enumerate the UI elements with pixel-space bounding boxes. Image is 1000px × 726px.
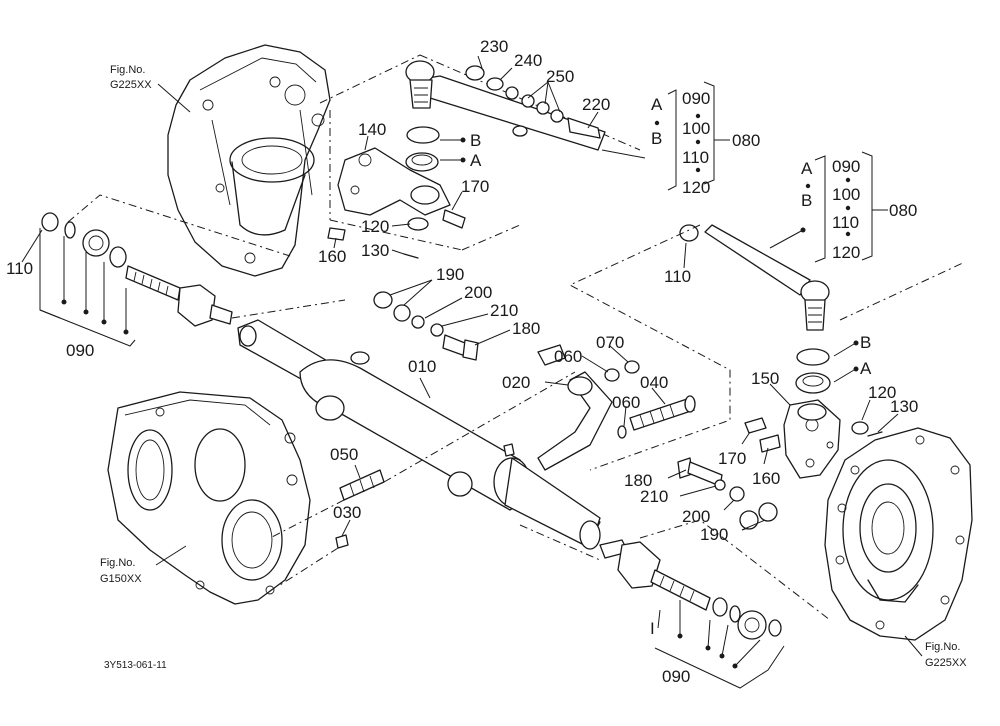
marker-b: B [860, 333, 871, 352]
figure-ref-number: G150XX [100, 573, 142, 585]
label-050: 050 [330, 445, 358, 464]
label-130: 130 [361, 241, 389, 260]
figure-ref-number: G225XX [110, 79, 152, 91]
label-160: 160 [318, 247, 346, 266]
label-110: 110 [6, 259, 33, 278]
label-100: 100 [832, 185, 860, 204]
transmission-housing-mid-left [107, 391, 311, 605]
label-200: 200 [464, 283, 492, 302]
marker-b: B [651, 129, 662, 148]
knuckle-arm-150 [744, 399, 883, 479]
label-090: 090 [662, 667, 690, 686]
label-140: 140 [358, 120, 386, 139]
label-190: 190 [436, 265, 464, 284]
label-090: 090 [832, 157, 860, 176]
label-010: 010 [408, 357, 436, 376]
label-090: 090 [682, 89, 710, 108]
label-170: 170 [461, 177, 489, 196]
label-120: 120 [682, 178, 710, 197]
figure-ref-number: G225XX [925, 657, 967, 669]
tie-rod-bottom [599, 539, 782, 640]
label-180: 180 [624, 471, 652, 490]
bolt-set-left [373, 291, 479, 361]
label-070: 070 [596, 333, 624, 352]
label-110: 110 [832, 213, 859, 232]
label-060: 060 [612, 393, 640, 412]
label-080: 080 [732, 131, 760, 150]
label-220: 220 [582, 95, 610, 114]
label-060: 060 [554, 347, 582, 366]
label-240: 240 [514, 51, 542, 70]
label-210: 210 [490, 301, 518, 320]
marker-i: I [650, 619, 655, 638]
marker-b: B [470, 131, 481, 150]
label-030: 030 [333, 503, 361, 522]
label-180: 180 [512, 319, 540, 338]
label-230: 230 [480, 37, 508, 56]
label-020: 020 [502, 373, 530, 392]
tie-rod-right [679, 224, 831, 394]
clamp-020 [335, 344, 696, 549]
label-150: 150 [751, 369, 779, 388]
label-200: 200 [682, 507, 710, 526]
label-040: 040 [640, 373, 668, 392]
label-130: 130 [890, 397, 918, 416]
marker-b: B [801, 191, 812, 210]
label-170: 170 [718, 449, 746, 468]
label-120: 120 [361, 217, 389, 236]
drawing-code: 3Y513-061-11 [104, 660, 167, 671]
label-210: 210 [640, 487, 668, 506]
label-080: 080 [889, 201, 917, 220]
tie-rod-top [405, 60, 606, 151]
figure-ref-prefix: Fig.No. [110, 64, 145, 76]
steering-cylinder-010 [237, 319, 601, 550]
figure-ref-prefix: Fig.No. [100, 557, 135, 569]
label-160: 160 [752, 469, 780, 488]
label-120: 120 [868, 383, 896, 402]
label-250: 250 [546, 67, 574, 86]
label-100: 100 [682, 119, 710, 138]
marker-a: A [801, 159, 813, 178]
label-110: 110 [682, 148, 709, 167]
front-axle-housing-top-left [167, 44, 331, 277]
pitman-arm-140 [327, 126, 466, 259]
label-120: 120 [832, 243, 860, 262]
label-190: 190 [700, 525, 728, 544]
label-110: 110 [664, 267, 691, 286]
marker-a: A [470, 151, 482, 170]
front-axle-housing-bottom-right [824, 427, 973, 641]
marker-a: A [860, 359, 872, 378]
marker-a: A [651, 95, 663, 114]
tie-rod-left [41, 212, 233, 327]
figure-ref-prefix: Fig.No. [925, 641, 960, 653]
label-090: 090 [66, 341, 94, 360]
